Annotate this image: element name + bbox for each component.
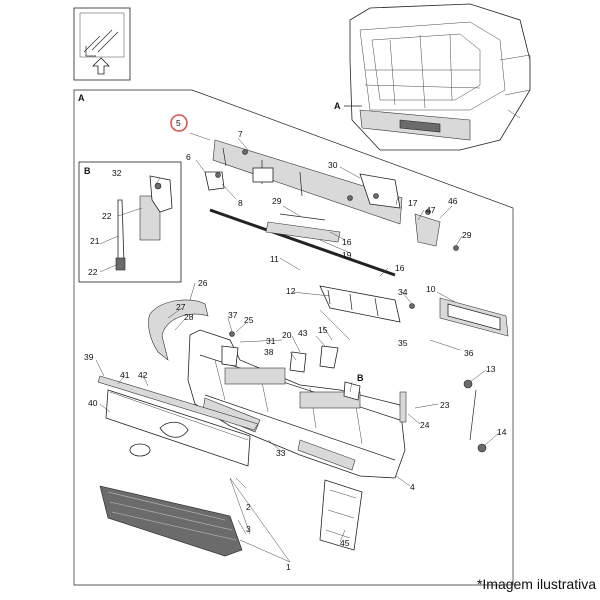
callout-39: 39 (84, 352, 94, 362)
callout-7: 7 (238, 129, 243, 139)
callouts: 6 7 8 32 22 21 22 30 17 47 46 29 29 16 1… (84, 129, 507, 572)
orientation-icon (73, 7, 131, 81)
callout-47: 47 (426, 205, 436, 215)
callout-13: 13 (486, 364, 496, 374)
callout-21: 21 (90, 236, 100, 246)
callout-8: 8 (238, 198, 243, 208)
callout-42: 42 (138, 370, 148, 380)
callout-2: 2 (246, 502, 251, 512)
callout-23: 23 (440, 400, 450, 410)
callout-41: 41 (120, 370, 130, 380)
callout-37: 37 (228, 310, 238, 320)
callout-31: 31 (266, 336, 276, 346)
callout-30: 30 (328, 160, 338, 170)
callout-40: 40 (88, 398, 98, 408)
callout-11: 11 (270, 254, 279, 264)
callout-15: 15 (318, 325, 328, 335)
main-view-frame: A (73, 89, 514, 586)
callout-32: 32 (112, 168, 122, 178)
callout-16a: 16 (342, 237, 352, 247)
callout-35: 35 (398, 338, 408, 348)
inset-section-label: B (84, 166, 91, 176)
callout-24: 24 (420, 420, 430, 430)
callout-33: 33 (276, 448, 286, 458)
callout-6: 6 (186, 152, 191, 162)
callout-22b: 22 (88, 267, 98, 277)
side-and-bracket-parts (148, 285, 509, 361)
callout-36: 36 (464, 348, 474, 358)
callout-5: 5 (176, 118, 181, 128)
callout-3: 3 (246, 524, 251, 534)
callout-22a: 22 (102, 211, 112, 221)
callout-19: 19 (342, 250, 352, 260)
upper-panel (204, 139, 459, 277)
callout-29b: 29 (462, 230, 472, 240)
callout-34: 34 (398, 287, 408, 297)
callout-14: 14 (497, 427, 507, 437)
callout-28: 28 (184, 312, 194, 322)
callout-17: 17 (408, 198, 418, 208)
inset-b: B (78, 161, 182, 283)
callout-46: 46 (448, 196, 458, 206)
leader-lines (95, 132, 501, 563)
callout-29a: 29 (272, 196, 282, 206)
callout-43: 43 (298, 328, 308, 338)
callout-16b: 16 (395, 263, 405, 273)
inset-reference-label: B (357, 373, 364, 383)
callout-25: 25 (244, 315, 254, 325)
cab-section-label: A (334, 101, 341, 111)
callout-38: 38 (264, 347, 274, 357)
main-section-label: A (78, 93, 85, 103)
callout-20: 20 (282, 330, 292, 340)
callout-12: 12 (286, 286, 296, 296)
illustrative-image-caption: *Imagem ilustrativa (476, 576, 596, 592)
highlighted-callout-5[interactable]: 5 (170, 114, 188, 132)
callout-45: 45 (340, 538, 350, 548)
truck-cab-sketch: A (334, 3, 531, 151)
callout-4: 4 (410, 482, 415, 492)
grille-parts (97, 375, 363, 557)
callout-1: 1 (286, 562, 291, 572)
callout-27: 27 (176, 302, 186, 312)
callout-26: 26 (198, 278, 208, 288)
callout-10: 10 (426, 284, 436, 294)
bumper-body (187, 329, 487, 479)
